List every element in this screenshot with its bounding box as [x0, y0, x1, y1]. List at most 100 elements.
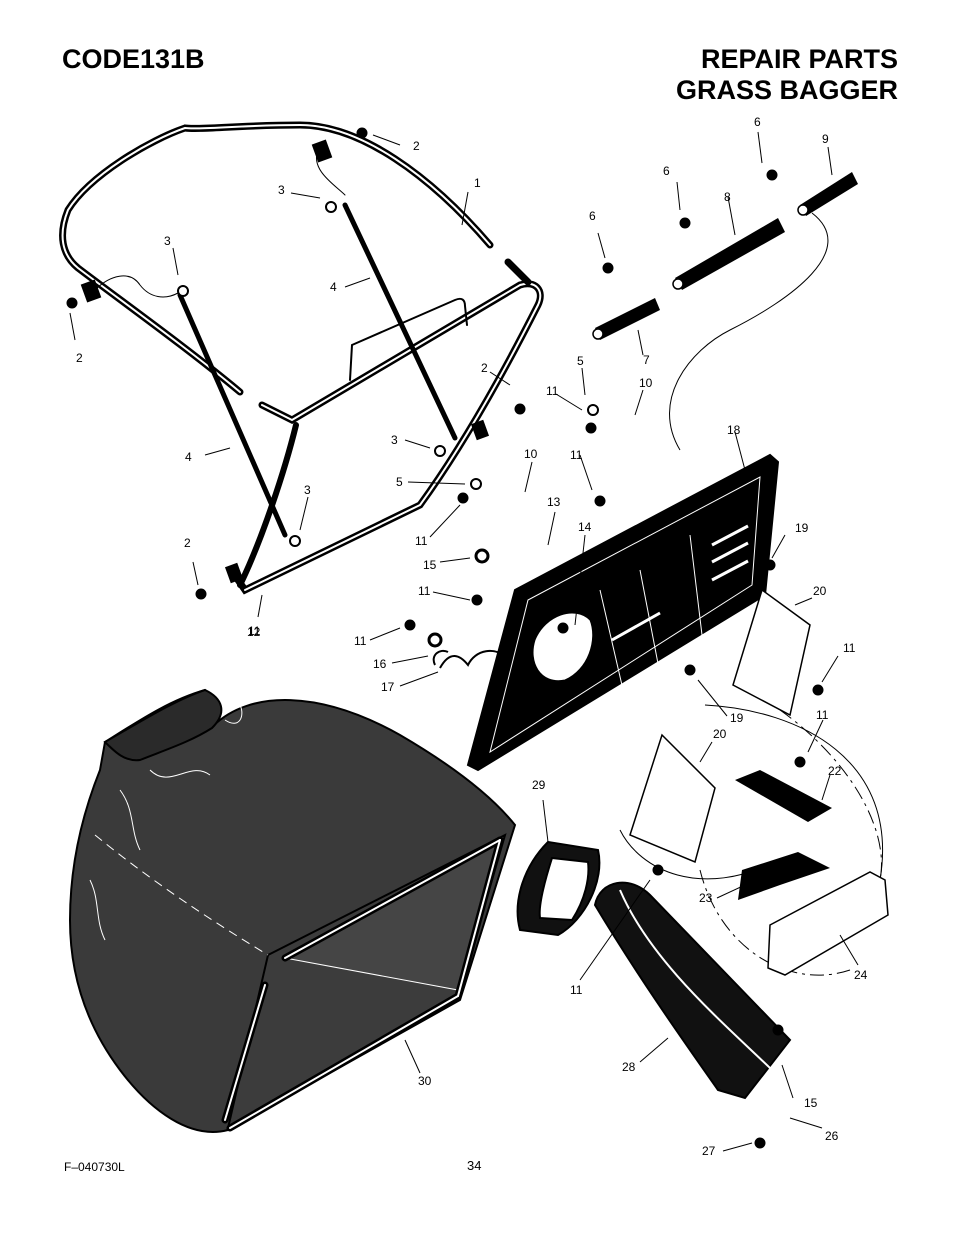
mount-plate	[466, 453, 780, 772]
callout-label: 4	[330, 280, 337, 294]
bolt-strips	[592, 172, 858, 340]
callout-label: 2	[76, 351, 83, 365]
bag-frame-rails-inner	[224, 839, 501, 1129]
model-code-title: CODE131B	[62, 44, 205, 74]
callout-label: 22	[828, 764, 842, 778]
frame-rod-center	[342, 202, 458, 441]
callout-label: 26	[825, 1129, 839, 1143]
cable-dashed	[699, 709, 882, 976]
strip-7	[595, 298, 660, 340]
callout-label: 10	[524, 447, 538, 461]
callout-label: 5	[577, 354, 584, 368]
chute-body	[593, 881, 792, 1100]
title-line-grass-bagger: GRASS BAGGER	[675, 75, 898, 105]
callout-label: 3	[164, 234, 171, 248]
callout-label: 11	[248, 624, 261, 638]
callout-label: 6	[589, 209, 596, 223]
callout-label: 1	[474, 176, 481, 190]
callout-label: 7	[643, 353, 650, 367]
brackets	[735, 770, 889, 976]
callout-label: 9	[822, 132, 829, 146]
bag-seam-dashed	[94, 834, 269, 956]
callout-label: 20	[713, 727, 727, 741]
callout-label: 28	[622, 1060, 636, 1074]
callout-label: 20	[813, 584, 827, 598]
callout-label: 8	[724, 190, 731, 204]
bagger-frame	[59, 121, 544, 595]
callout-label: 10	[639, 376, 653, 390]
section-title: REPAIR PARTS GRASS BAGGER	[676, 44, 898, 106]
callout-label: 15	[423, 558, 437, 572]
chute-tube	[593, 881, 792, 1100]
callout-label: 30	[418, 1074, 432, 1088]
fasteners	[66, 127, 824, 1149]
bracket-23	[738, 852, 830, 900]
callout-label: 4	[185, 450, 192, 464]
hook-17	[432, 649, 511, 669]
callout-label: 11	[570, 983, 583, 997]
callout-labels: 1 2 2 2 2 3 3 3 3 4 4 5 5 6 6 6 7 8 9 10…	[76, 115, 868, 1158]
frame-top-loop-inner	[61, 123, 491, 393]
plate-20-upper	[732, 588, 811, 717]
bag-wrinkle-lines	[89, 704, 243, 941]
callout-label: 3	[304, 483, 311, 497]
callout-label: 13	[547, 495, 561, 509]
frame-mount-plate-right	[470, 419, 490, 441]
callout-label: 16	[373, 657, 387, 671]
callout-label: 14	[578, 520, 592, 534]
frame-right-leg	[504, 258, 532, 286]
frame-mount-plate-left	[80, 279, 102, 303]
strip-8	[675, 218, 785, 290]
callout-label: 3	[391, 433, 398, 447]
mount-plate-ribs	[599, 534, 706, 721]
strip-9	[800, 172, 858, 216]
ring-29	[516, 840, 601, 937]
deflector-plates	[629, 588, 811, 864]
callout-label: 12	[247, 625, 261, 639]
callout-label: 11	[418, 584, 431, 598]
chute-stripe	[619, 889, 771, 1069]
callout-label: 6	[663, 164, 670, 178]
document-code: F–040730L	[64, 1160, 125, 1174]
callout-label: 18	[727, 423, 741, 437]
callout-label: 11	[354, 634, 367, 648]
frame-clip-left	[94, 275, 179, 298]
title-line-repair-parts: REPAIR PARTS	[700, 44, 898, 74]
page-number: 34	[467, 1158, 482, 1173]
callout-label: 29	[532, 778, 546, 792]
callout-label: 3	[278, 183, 285, 197]
callout-label: 24	[854, 968, 868, 982]
callout-label: 11	[415, 534, 428, 548]
mount-plate-opening	[532, 612, 594, 682]
frame-mount-plate-top	[311, 139, 333, 163]
bracket-22	[735, 770, 832, 822]
callout-label: 19	[795, 521, 809, 535]
frame-handle-bracket	[349, 297, 468, 381]
bracket-24	[767, 871, 889, 976]
callout-label: 11	[570, 448, 583, 462]
callout-label: 15	[804, 1096, 818, 1110]
callout-label: 27	[702, 1144, 716, 1158]
bag-top-flap	[103, 688, 223, 762]
frame-top-loop	[59, 121, 494, 396]
plate-20-lower	[629, 733, 716, 864]
callout-label: 11	[816, 708, 829, 722]
frame-lower-u-inner	[244, 282, 542, 591]
callout-label: 23	[699, 891, 713, 905]
mount-plate-inner	[489, 476, 761, 754]
callout-label: 19	[730, 711, 744, 725]
callout-label: 6	[754, 115, 761, 129]
mount-plate-slots	[611, 524, 749, 642]
frame-mount-plate-bottom	[224, 562, 244, 584]
callout-label: 11	[843, 641, 856, 655]
callout-label: 5	[396, 475, 403, 489]
callout-label: 11	[546, 384, 559, 398]
callout-label: 17	[381, 680, 395, 694]
callout-label: 2	[184, 536, 191, 550]
grass-bag	[68, 688, 517, 1133]
frame-rod-left	[177, 292, 288, 538]
callout-leaders	[69, 131, 859, 1152]
callout-label: 2	[481, 361, 488, 375]
